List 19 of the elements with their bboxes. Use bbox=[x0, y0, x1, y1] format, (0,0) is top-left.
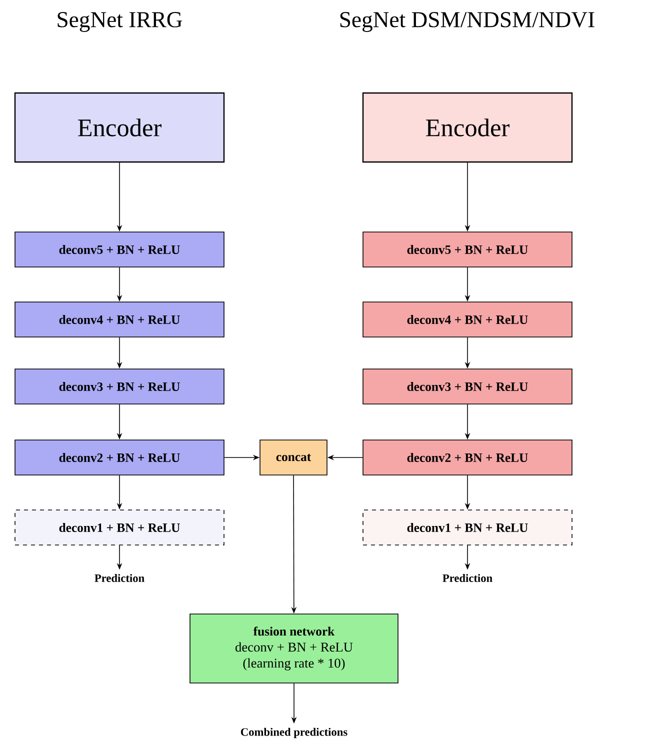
output-label: Combined predictions bbox=[240, 728, 348, 738]
encoder-box: Encoder bbox=[362, 92, 573, 163]
layer-box: deconv3 + BN + ReLU bbox=[362, 368, 572, 404]
layer-box: deconv4 + BN + ReLU bbox=[362, 302, 572, 338]
column-heading: SegNet IRRG bbox=[58, 12, 182, 32]
encoder-box: Encoder bbox=[14, 92, 225, 163]
concat-box: concat bbox=[260, 440, 328, 476]
column-heading: SegNet DSM/NDSM/NDVI bbox=[340, 12, 594, 32]
layer-box: deconv5 + BN + ReLU bbox=[362, 232, 572, 268]
layer-box: deconv5 + BN + ReLU bbox=[14, 232, 224, 268]
output-label: Prediction bbox=[94, 574, 144, 582]
fusion-box: fusion network deconv + BN + ReLU (learning rate * 10) bbox=[190, 614, 398, 684]
layer-box: deconv2 + BN + ReLU bbox=[14, 440, 224, 476]
output-label: Prediction bbox=[442, 574, 492, 582]
layer-box: deconv1 + BN + ReLU bbox=[14, 510, 224, 546]
layer-box: deconv1 + BN + ReLU bbox=[362, 510, 572, 546]
layer-box: deconv4 + BN + ReLU bbox=[14, 302, 224, 338]
layer-box: deconv3 + BN + ReLU bbox=[14, 368, 224, 404]
layer-box: deconv2 + BN + ReLU bbox=[362, 440, 572, 476]
